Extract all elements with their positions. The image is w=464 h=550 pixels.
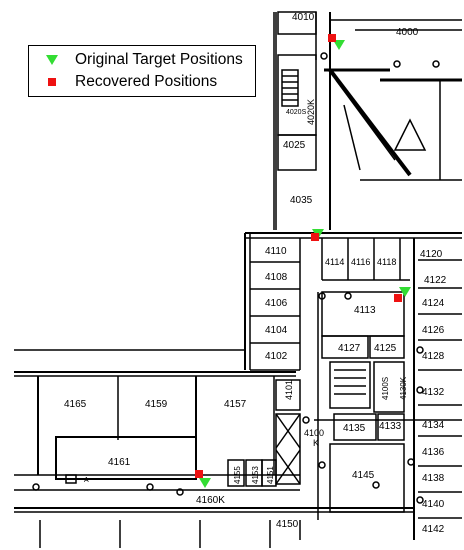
room-4100s: 4100S	[381, 377, 390, 400]
recovered-position-marker	[394, 294, 402, 302]
room-4136: 4136	[422, 447, 445, 458]
room-4124: 4124	[422, 298, 445, 309]
room-4108: 4108	[265, 272, 288, 283]
triangle-down-icon	[29, 54, 75, 66]
legend-label: Recovered Positions	[75, 73, 218, 90]
original-target-marker	[399, 287, 411, 297]
recovered-position-marker	[328, 34, 336, 42]
room-4120: 4120	[420, 249, 443, 260]
room-4134: 4134	[422, 420, 445, 431]
room-4035: 4035	[290, 195, 313, 206]
room-4113: 4113	[354, 305, 376, 316]
room-4159: 4159	[145, 399, 168, 410]
room-4116: 4116	[351, 257, 370, 267]
room-4020s: 4020S	[286, 109, 307, 116]
room-4150: 4150	[276, 519, 299, 530]
legend-item-recovered: Recovered Positions	[29, 70, 217, 94]
room-4122: 4122	[424, 275, 447, 286]
room-4010: 4010	[292, 12, 315, 23]
recovered-position-marker	[195, 470, 203, 478]
recovered-position-marker	[311, 233, 319, 241]
legend-item-original: Original Target Positions	[29, 48, 243, 72]
room-4126: 4126	[422, 325, 445, 336]
room-4145: 4145	[352, 470, 375, 481]
room-4132: 4132	[422, 387, 445, 398]
room-4100-k: K	[313, 438, 319, 448]
room-4138: 4138	[422, 473, 445, 484]
room-4106: 4106	[265, 298, 288, 309]
room-4118: 4118	[377, 257, 396, 267]
room-4100: 4100	[304, 428, 324, 438]
room-4165: 4165	[64, 399, 87, 410]
room-4125: 4125	[374, 343, 397, 354]
position-markers	[195, 34, 411, 488]
room-4135: 4135	[343, 423, 366, 434]
room-4101: 4101	[284, 380, 294, 400]
room-4127: 4127	[338, 343, 361, 354]
room-4142: 4142	[422, 524, 445, 535]
room-4104: 4104	[265, 325, 288, 336]
room-4102: 4102	[265, 351, 288, 362]
room-4000: 4000	[396, 27, 419, 38]
room-4114: 4114	[325, 257, 344, 267]
room-4110: 4110	[265, 246, 287, 257]
legend: Original Target Positions Recovered Posi…	[28, 45, 256, 97]
room-a: A	[84, 477, 89, 484]
original-target-marker	[199, 478, 211, 488]
legend-label: Original Target Positions	[75, 51, 243, 68]
original-target-marker	[333, 40, 345, 50]
room-4133: 4133	[379, 421, 402, 432]
room-4151: 4151	[266, 466, 275, 484]
room-labels: 4010 4000 4020S 4020K 4025 4035 4110 410…	[64, 12, 447, 535]
room-4025: 4025	[283, 140, 306, 151]
room-4140: 4140	[422, 499, 445, 510]
room-4155: 4155	[233, 466, 242, 484]
room-4161: 4161	[108, 457, 131, 468]
square-icon	[29, 77, 75, 87]
room-4130k: 4130K	[399, 376, 408, 400]
room-4153: 4153	[251, 466, 260, 484]
walls	[14, 11, 462, 548]
room-4160k: 4160K	[196, 495, 225, 506]
room-4020k: 4020K	[306, 99, 316, 125]
room-4157: 4157	[224, 399, 247, 410]
room-4128: 4128	[422, 351, 445, 362]
